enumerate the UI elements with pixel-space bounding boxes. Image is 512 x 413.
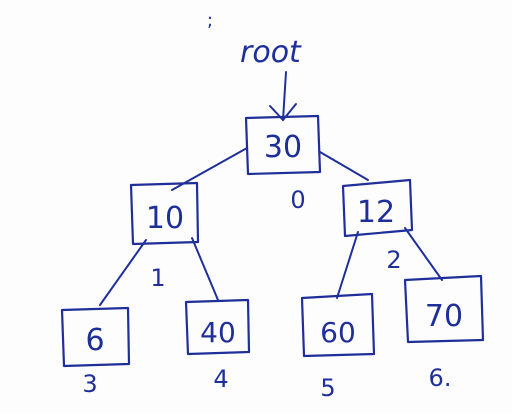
node-box bbox=[341, 178, 414, 238]
node-box bbox=[184, 298, 251, 356]
node-index: 3 bbox=[82, 370, 97, 398]
tree-node-1: 10 1 bbox=[129, 181, 200, 292]
node-index: 6. bbox=[429, 364, 452, 392]
root-label: root bbox=[240, 35, 302, 70]
tree-node-3: 6 3 bbox=[60, 306, 131, 398]
node-value: 40 bbox=[200, 316, 236, 349]
tree-node-2: 12 2 bbox=[341, 178, 414, 274]
node-index: 0 bbox=[290, 186, 305, 214]
edge-node-2-to-node-5 bbox=[336, 231, 359, 299]
node-value: 60 bbox=[320, 316, 356, 349]
edge-node-1-to-node-3 bbox=[99, 239, 147, 306]
node-value: 30 bbox=[264, 130, 302, 165]
node-box bbox=[129, 181, 200, 246]
node-box bbox=[60, 306, 131, 368]
tree-node-4: 40 4 bbox=[184, 298, 251, 393]
edge-node-2-to-node-6 bbox=[404, 227, 443, 281]
root-arrow-shaft bbox=[282, 71, 287, 121]
node-index: 4 bbox=[213, 365, 228, 393]
root-pointer-arrow bbox=[269, 71, 297, 122]
root-arrow-head bbox=[269, 103, 297, 122]
node-box bbox=[403, 274, 485, 344]
tree-node-0: 30 0 bbox=[244, 114, 322, 214]
edge-node-1-to-node-4 bbox=[191, 237, 219, 301]
node-value: 6 bbox=[85, 323, 104, 358]
node-index: 1 bbox=[150, 264, 165, 292]
node-value: 70 bbox=[425, 299, 463, 334]
stray-mark: ; bbox=[207, 10, 213, 31]
node-index: 2 bbox=[386, 246, 401, 274]
node-value: 10 bbox=[146, 201, 184, 236]
tree-node-5: 60 5 bbox=[300, 292, 376, 402]
node-index: 5 bbox=[320, 374, 335, 402]
edge-root-to-node-2 bbox=[319, 151, 369, 181]
node-box bbox=[244, 114, 322, 176]
tree-node-6: 70 6. bbox=[403, 274, 485, 392]
tree-edges bbox=[99, 147, 443, 306]
node-value: 12 bbox=[357, 195, 395, 230]
node-box bbox=[300, 292, 376, 358]
